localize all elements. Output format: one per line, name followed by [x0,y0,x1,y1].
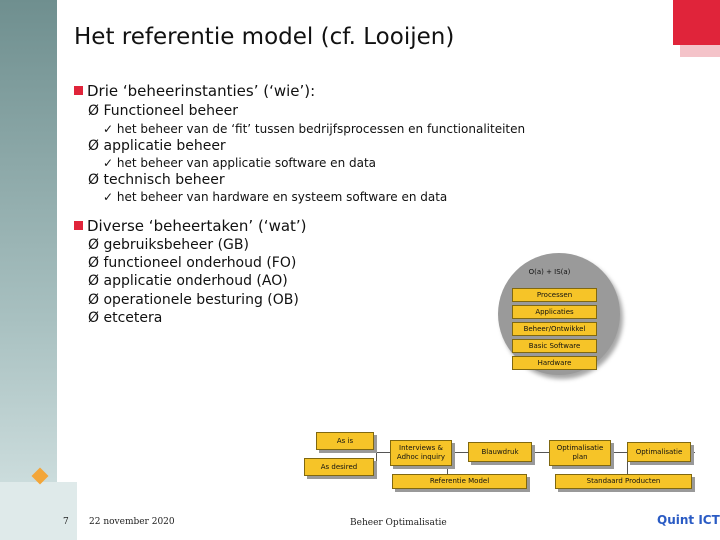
corner-accent [673,0,720,45]
arrow-bullet-icon: Ø [88,273,100,289]
section-heading-what: Diverse ‘beheertaken’ (‘wat’) [74,217,307,235]
task-item: Ø etcetera [88,310,163,326]
blauwdruk-box: Blauwdruk [468,442,532,462]
standaard-producten-box: Standaard Producten [555,474,692,489]
section-heading-who: Drie ‘beheerinstanties’ (‘wie’): [74,82,315,100]
layer-beheer-ontwikkel: Beheer/Ontwikkel [512,322,597,336]
page-number: 7 [63,517,69,527]
referentie-model-box: Referentie Model [392,474,527,489]
square-bullet-icon [74,221,83,230]
optimalisatie-box: Optimalisatie [627,442,691,462]
footer-date: 22 november 2020 [89,517,175,527]
sidebar-decoration [0,0,57,540]
arrow-bullet-icon: Ø [88,237,100,253]
layer-hardware: Hardware [512,356,597,370]
bullet-applicatie: Ø applicatie beheer [88,138,226,154]
bullet-technisch: Ø technisch beheer [88,172,225,188]
as-desired-box: As desired [304,458,374,476]
as-is-box: As is [316,432,374,450]
optimalisatie-plan-box: Optimalisatie plan [549,440,611,466]
layer-applicaties: Applicaties [512,305,597,319]
check-icon: ✓ [103,156,114,170]
quint-ict-logo: Quint ICT [657,513,720,527]
slide-title: Het referentie model (cf. Looijen) [74,24,455,50]
arrow-bullet-icon: Ø [88,292,100,308]
flow-connector [627,452,628,474]
task-item: Ø applicatie onderhoud (AO) [88,273,288,289]
arrow-bullet-icon: Ø [88,103,100,119]
check-icon: ✓ [103,122,114,136]
corner-accent-light [680,45,720,57]
layer-basic-software: Basic Software [512,339,597,353]
task-item: Ø functioneel onderhoud (FO) [88,255,297,271]
task-item: Ø gebruiksbeheer (GB) [88,237,249,253]
interviews-box: Interviews & Adhoc inquiry [390,440,452,466]
arrow-bullet-icon: Ø [88,255,100,271]
task-item: Ø operationele besturing (OB) [88,292,299,308]
layer-organisation: O(a) + IS(a) [528,268,571,276]
footer-subject: Beheer Optimalisatie [350,518,447,528]
sub-bullet-technisch: ✓ het beheer van hardware en systeem sof… [103,190,448,204]
flow-connector [376,440,377,468]
arrow-bullet-icon: Ø [88,138,100,154]
sidebar-bottom-panel [0,482,77,540]
sub-bullet-functioneel: ✓ het beheer van de ‘fit’ tussen bedrijf… [103,122,526,136]
flow-connector [375,452,695,453]
arrow-bullet-icon: Ø [88,172,100,188]
check-icon: ✓ [103,190,114,204]
square-bullet-icon [74,86,83,95]
arrow-bullet-icon: Ø [88,310,100,326]
bullet-functioneel: Ø Functioneel beheer [88,103,238,119]
sub-bullet-applicatie: ✓ het beheer van applicatie software en … [103,156,377,170]
layer-processen: Processen [512,288,597,302]
